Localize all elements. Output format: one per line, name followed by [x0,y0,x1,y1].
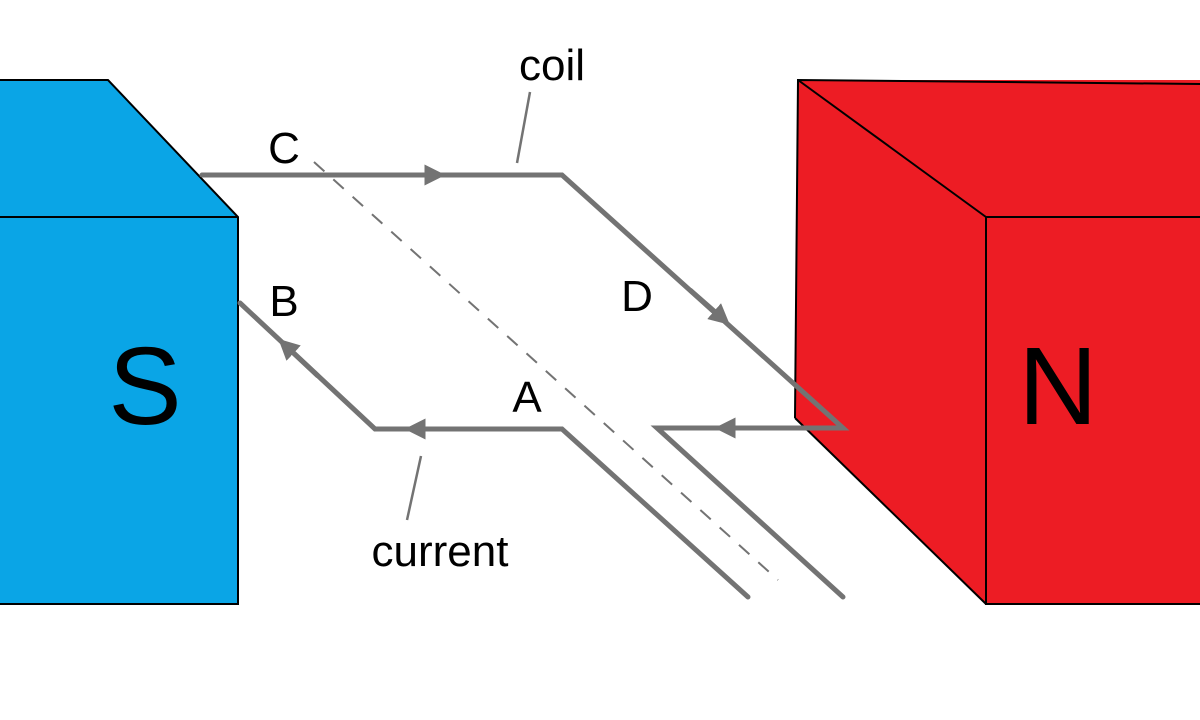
current-direction-arrows [278,164,765,440]
current-label: current [372,527,509,576]
north-magnet-top-face [798,80,1200,217]
south-magnet-front-face [0,217,238,604]
point-label-d: D [621,272,653,321]
south-magnet [0,79,239,605]
arrow-side-b [278,338,320,378]
coil-label-pointer [515,91,532,164]
point-label-c: C [268,124,300,173]
south-magnet-top-face [0,80,238,217]
rotation-axis [313,161,779,581]
north-magnet-outline [794,78,1200,605]
north-magnet [794,78,1200,605]
south-pole-label: S [108,325,181,448]
current-label-pointer [405,455,423,521]
north-pole-label: N [1018,325,1097,448]
arrow-side-d [688,288,730,325]
point-label-b: B [269,277,298,326]
point-label-a: A [512,373,542,422]
north-magnet-side-face [795,80,986,604]
north-magnet-front-face [986,217,1200,604]
coil-label: coil [519,41,585,90]
